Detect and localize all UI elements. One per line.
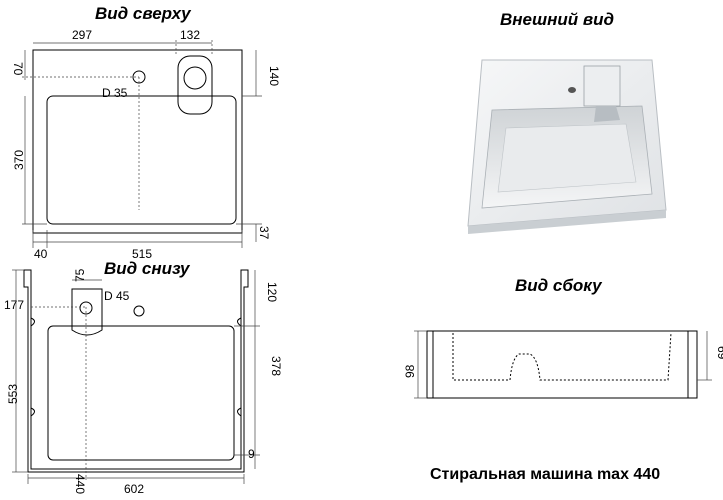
- heading-bottom-view: Вид снизу: [104, 259, 190, 278]
- top-view-outline: [32, 49, 243, 234]
- dim-120: 120: [265, 282, 279, 302]
- dim-69: 69: [715, 346, 723, 360]
- dim-75: 75: [73, 268, 87, 282]
- dim-602: 602: [124, 482, 144, 496]
- bottom-view-drawing: [12, 269, 260, 484]
- dim-515: 515: [132, 247, 152, 261]
- dim-140: 140: [267, 66, 281, 86]
- side-view-outline: [426, 330, 698, 399]
- heading-side-view: Вид сбоку: [515, 276, 602, 295]
- dim-37: 37: [257, 226, 271, 240]
- bottom-view-dimension-labels: 75 120 D 45 177 553 378 9 440 602: [4, 268, 283, 496]
- dim-98: 98: [403, 364, 417, 378]
- dim-440: 440: [73, 474, 87, 494]
- drain-recess: [71, 288, 103, 336]
- overflow-circle: [183, 66, 207, 90]
- heading-footer: Стиральная машина max 440: [430, 466, 661, 483]
- dim-378: 378: [269, 356, 283, 376]
- dim-132: 132: [180, 28, 200, 42]
- dim-40: 40: [34, 247, 48, 261]
- heading-exterior: Внешний вид: [500, 10, 615, 29]
- sink-illustration: [467, 59, 667, 234]
- bottom-view-bowl: [47, 325, 235, 461]
- fixing-hole: [133, 305, 145, 317]
- dim-370: 370: [12, 150, 26, 170]
- hole-d35: D 35: [102, 86, 128, 100]
- top-view-bowl: [46, 95, 237, 225]
- hole-d45: D 45: [104, 289, 130, 303]
- heading-top-view: Вид сверху: [95, 4, 191, 23]
- top-view-dimension-labels: 297 132 70 140 D 35 370 37 40 515: [11, 28, 281, 261]
- side-view-drawing: [414, 330, 712, 399]
- overflow-cap: [177, 55, 213, 115]
- dim-9: 9: [248, 447, 255, 461]
- dim-297: 297: [72, 28, 92, 42]
- sink-photo: [456, 44, 680, 240]
- side-view-dimension-labels: 98 69: [403, 346, 723, 378]
- drain-hole: [79, 301, 93, 315]
- bottom-view-outline: [23, 269, 249, 473]
- dim-70: 70: [11, 62, 25, 76]
- dim-177: 177: [4, 298, 24, 312]
- side-view-bowl-contour: [452, 332, 672, 381]
- top-view-drawing: [22, 40, 262, 248]
- dim-553: 553: [6, 384, 20, 404]
